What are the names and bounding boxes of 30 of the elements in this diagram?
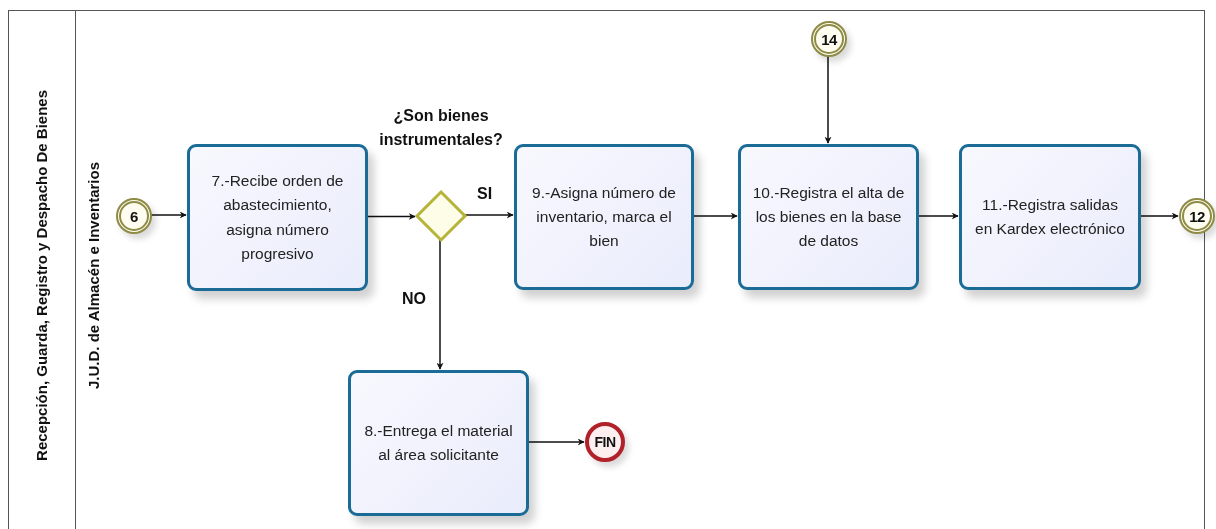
task-text: 7.-Recibe orden de abastecimiento, asigna número progresivo bbox=[210, 171, 345, 264]
task-box bbox=[738, 144, 919, 290]
arrow bbox=[917, 212, 959, 220]
task-text: 8.-Entrega el material al área solicitante bbox=[363, 421, 514, 465]
pool-title: Recepción, Guarda, Registro y Despacho De Bienes bbox=[33, 89, 52, 461]
arrow bbox=[464, 211, 514, 219]
task-box bbox=[348, 370, 529, 516]
connector-event-circle bbox=[811, 21, 847, 57]
arrow bbox=[527, 438, 585, 446]
task-text: 11.-Registra salidas en Kardex electrónico bbox=[974, 195, 1126, 239]
lane-title: J.U.D. de Almacén e Inventarios bbox=[85, 162, 104, 390]
task-text: 9.-Asigna número de inventario, marca el bien bbox=[531, 182, 677, 251]
event-label: 6 bbox=[130, 207, 138, 225]
connector-event-circle bbox=[1179, 198, 1215, 234]
event-label: 12 bbox=[1189, 207, 1205, 225]
task-box bbox=[514, 144, 694, 290]
arrow bbox=[436, 239, 444, 370]
event-label: FIN bbox=[594, 434, 616, 450]
arrow bbox=[366, 213, 416, 220]
task-box bbox=[187, 144, 368, 291]
task-text: 10.-Registra el alta de los bienes en la base de datos bbox=[751, 182, 906, 251]
arrow bbox=[692, 212, 738, 220]
arrow bbox=[1139, 212, 1179, 220]
task-box bbox=[959, 144, 1141, 290]
connector-event-circle bbox=[116, 198, 152, 234]
event-label: 14 bbox=[821, 30, 837, 48]
end-event-circle bbox=[585, 422, 625, 462]
decision-question: ¿Son bienes instrumentales? bbox=[378, 106, 504, 150]
arrow bbox=[150, 211, 187, 219]
arrow bbox=[824, 55, 832, 144]
